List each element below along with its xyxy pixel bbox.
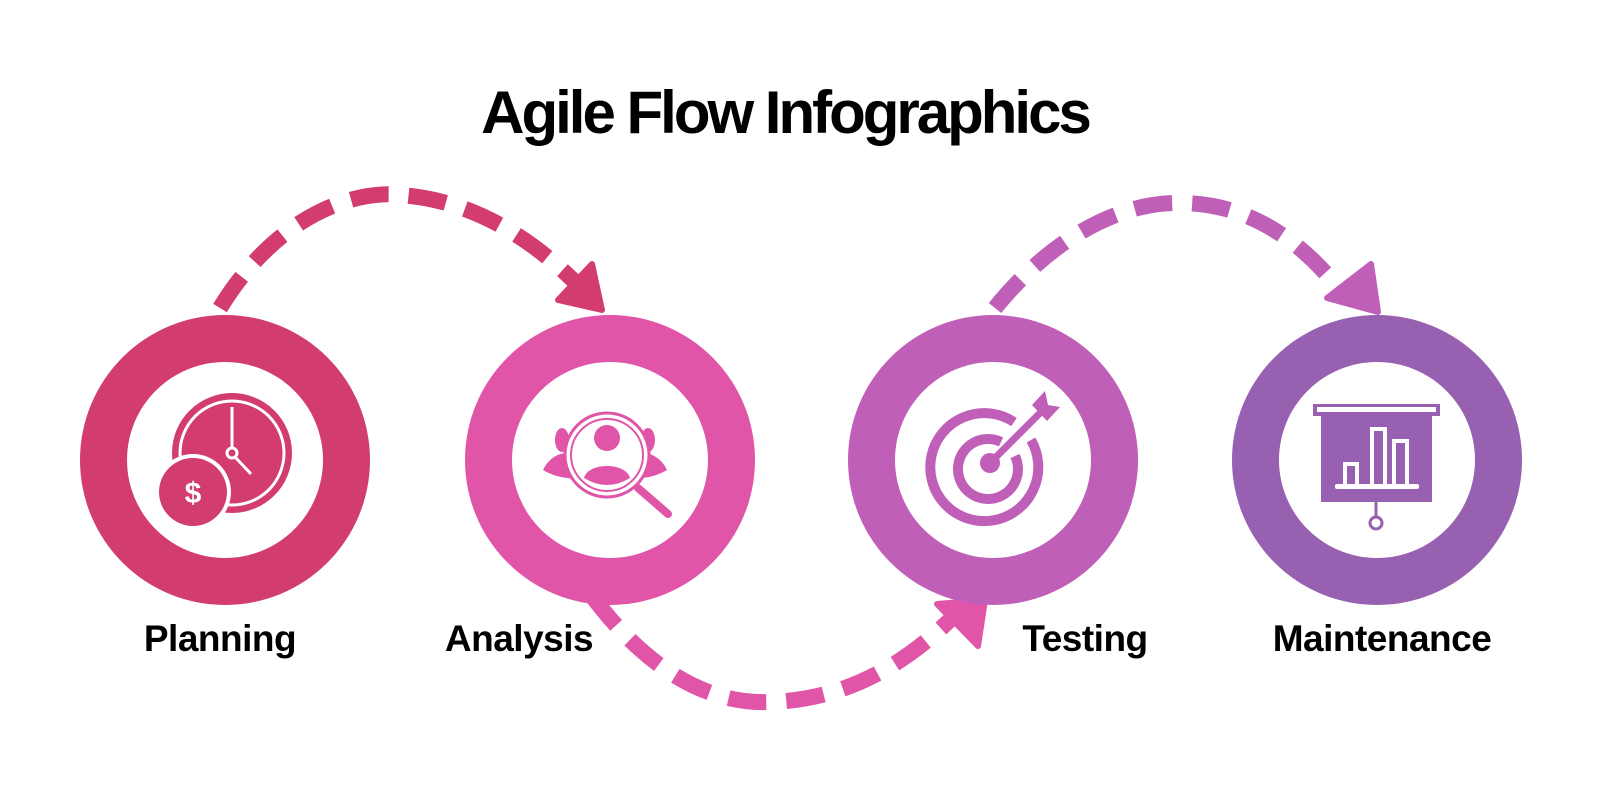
page-title: Agile Flow Infographics bbox=[481, 79, 1092, 146]
step-analysis bbox=[465, 315, 755, 605]
step-label-maintenance: Maintenance bbox=[1272, 618, 1492, 659]
connector-planning-to-analysis bbox=[213, 186, 605, 313]
arrowhead-icon bbox=[934, 597, 988, 649]
svg-text:$: $ bbox=[185, 477, 202, 510]
people-search-icon bbox=[543, 411, 672, 518]
clock-dollar-icon: $ bbox=[155, 393, 292, 530]
presentation-chart-icon bbox=[1313, 404, 1440, 531]
step-planning: $ bbox=[80, 315, 370, 605]
connector-analysis-to-testing bbox=[585, 591, 988, 711]
step-maintenance bbox=[1232, 315, 1522, 605]
connector-testing-to-maintenance bbox=[988, 194, 1381, 315]
arrowhead-icon bbox=[555, 261, 605, 313]
arrowhead-icon bbox=[1324, 261, 1381, 315]
step-label-analysis: Analysis bbox=[444, 618, 594, 659]
step-label-testing: Testing bbox=[1022, 618, 1148, 659]
target-arrow-icon bbox=[925, 391, 1060, 527]
step-testing bbox=[848, 315, 1138, 605]
step-label-planning: Planning bbox=[143, 618, 297, 659]
